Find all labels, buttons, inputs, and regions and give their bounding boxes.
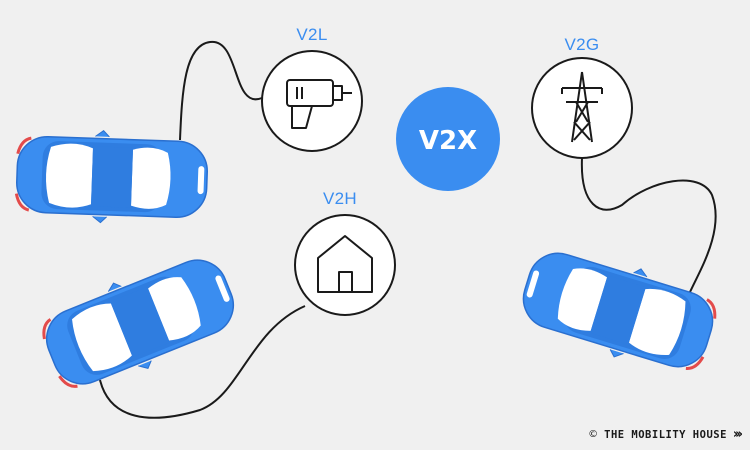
power-tower-icon — [561, 71, 603, 143]
v2x-label: V2X — [419, 126, 477, 156]
cable-v2g — [580, 157, 717, 293]
footer-brand: © THE MOBILITY HOUSE ››› — [588, 427, 743, 442]
chevrons-icon: ››› — [732, 427, 743, 442]
car-top-left — [13, 126, 211, 228]
drill-icon — [286, 79, 352, 129]
brand-name: THE MOBILITY HOUSE — [604, 428, 727, 441]
cable-v2h — [99, 305, 306, 419]
v2l-label: V2L — [296, 25, 327, 44]
car-bottom-left — [33, 242, 247, 402]
v2h-label: V2H — [323, 189, 357, 208]
v2x-center-node: V2X — [396, 87, 500, 191]
v2g-label: V2G — [565, 35, 600, 54]
v2l-node: V2L — [261, 25, 363, 152]
copyright-symbol: © — [588, 429, 599, 440]
house-icon — [317, 235, 373, 293]
v2g-node: V2G — [531, 35, 633, 159]
cable-v2l — [179, 40, 263, 141]
car-right — [512, 236, 724, 384]
v2h-node: V2H — [294, 189, 396, 316]
